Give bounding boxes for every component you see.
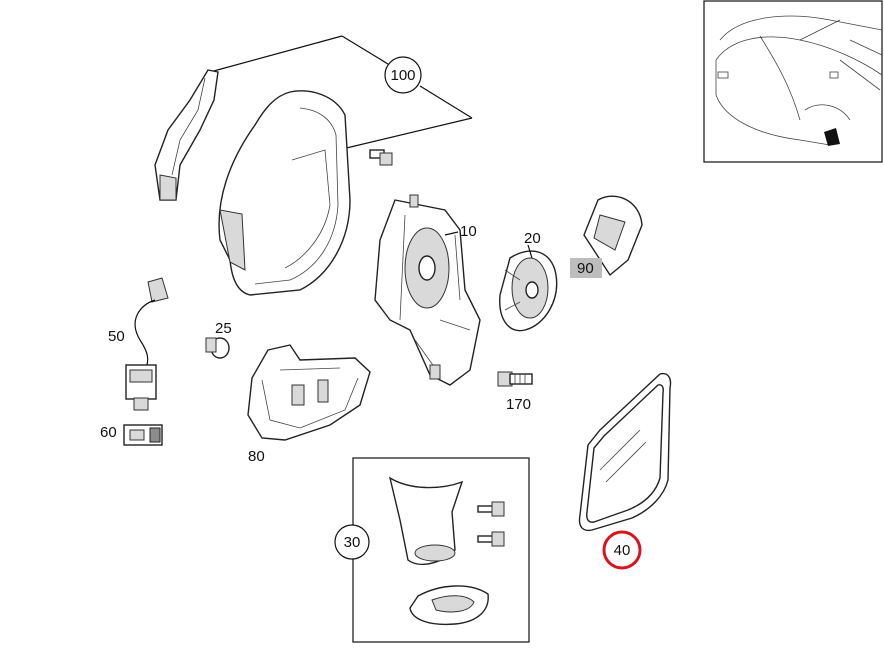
svg-text:30: 30: [344, 534, 361, 551]
lower-housing: [247, 344, 371, 441]
label-10: 10: [460, 223, 477, 240]
mirror-trim-strip: [154, 69, 219, 201]
mirror-glass-adjuster: [499, 244, 558, 332]
callout-40-highlighted[interactable]: 40: [602, 530, 642, 570]
label-25: 25: [215, 320, 232, 337]
label-80: 80: [248, 448, 265, 465]
mirror-location-marker: [824, 128, 840, 146]
vehicle-location-inset: [703, 0, 883, 163]
callout-lines-100: [209, 35, 473, 151]
connector: [123, 424, 163, 446]
bolt-a: [477, 501, 505, 517]
callout-30: 30: [334, 524, 370, 560]
label-20: 20: [524, 230, 541, 247]
label-170: 170: [506, 396, 531, 413]
mirror-base-motor: [374, 194, 481, 386]
callout-100: 100: [384, 56, 422, 94]
wiring-harness: [125, 277, 169, 411]
label-90: 90: [577, 260, 594, 277]
label-50: 50: [108, 328, 125, 345]
svg-text:40: 40: [614, 542, 631, 559]
bulb: [205, 337, 230, 359]
mirror-glass: [578, 372, 672, 532]
svg-text:100: 100: [390, 67, 415, 84]
bolt-b: [477, 531, 505, 547]
mirror-housing-cover: [218, 90, 351, 296]
cover-plate: [570, 195, 643, 278]
screw-top: [369, 149, 393, 166]
label-60: 60: [100, 424, 117, 441]
screw-170: [497, 371, 533, 387]
part-30-detail-box: [352, 457, 530, 643]
